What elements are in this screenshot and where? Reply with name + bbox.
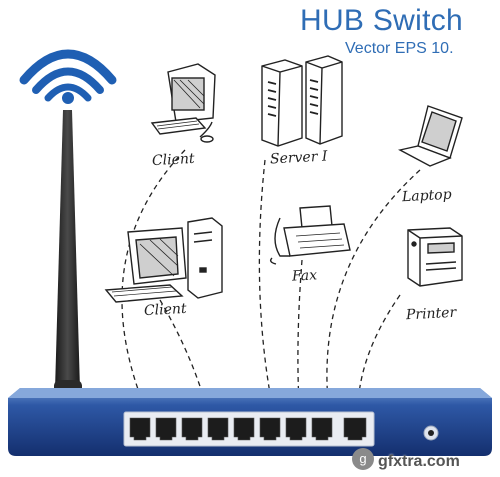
link-client-top	[121, 149, 186, 421]
watermark-text: gfxtra.com	[378, 453, 460, 470]
watermark-logo-icon: g	[352, 448, 374, 470]
fax-icon	[269, 205, 351, 265]
hub-port-4	[207, 417, 229, 441]
printer-icon	[407, 227, 463, 287]
label-server: Server I	[269, 148, 328, 168]
link-client-bottom	[159, 299, 211, 421]
laptop-icon	[398, 105, 463, 167]
client-bottom-computer-icon	[104, 217, 223, 303]
hub-port-5	[233, 417, 255, 441]
hub-port-3	[181, 417, 203, 441]
label-fax: Fax	[291, 267, 318, 285]
label-printer: Printer	[405, 304, 457, 324]
hub-port-6	[259, 417, 281, 441]
hub-port-2	[155, 417, 177, 441]
page-subtitle: Vector EPS 10.	[345, 40, 454, 57]
hub-ports	[129, 417, 367, 441]
wifi-signal-icon	[19, 49, 117, 104]
hub-port-1	[129, 417, 151, 441]
client-top-computer-icon	[150, 63, 216, 143]
page-title: HUB Switch	[300, 4, 464, 37]
link-server	[258, 159, 276, 421]
hub-port-8	[311, 417, 333, 441]
hub-port-7	[285, 417, 307, 441]
label-client-bottom: Client	[143, 300, 187, 320]
label-client-top: Client	[151, 150, 195, 170]
link-fax	[297, 259, 303, 421]
label-laptop: Laptop	[401, 186, 453, 206]
server-icon	[261, 55, 343, 147]
hub-port-9	[343, 417, 367, 441]
link-laptop	[326, 169, 421, 421]
